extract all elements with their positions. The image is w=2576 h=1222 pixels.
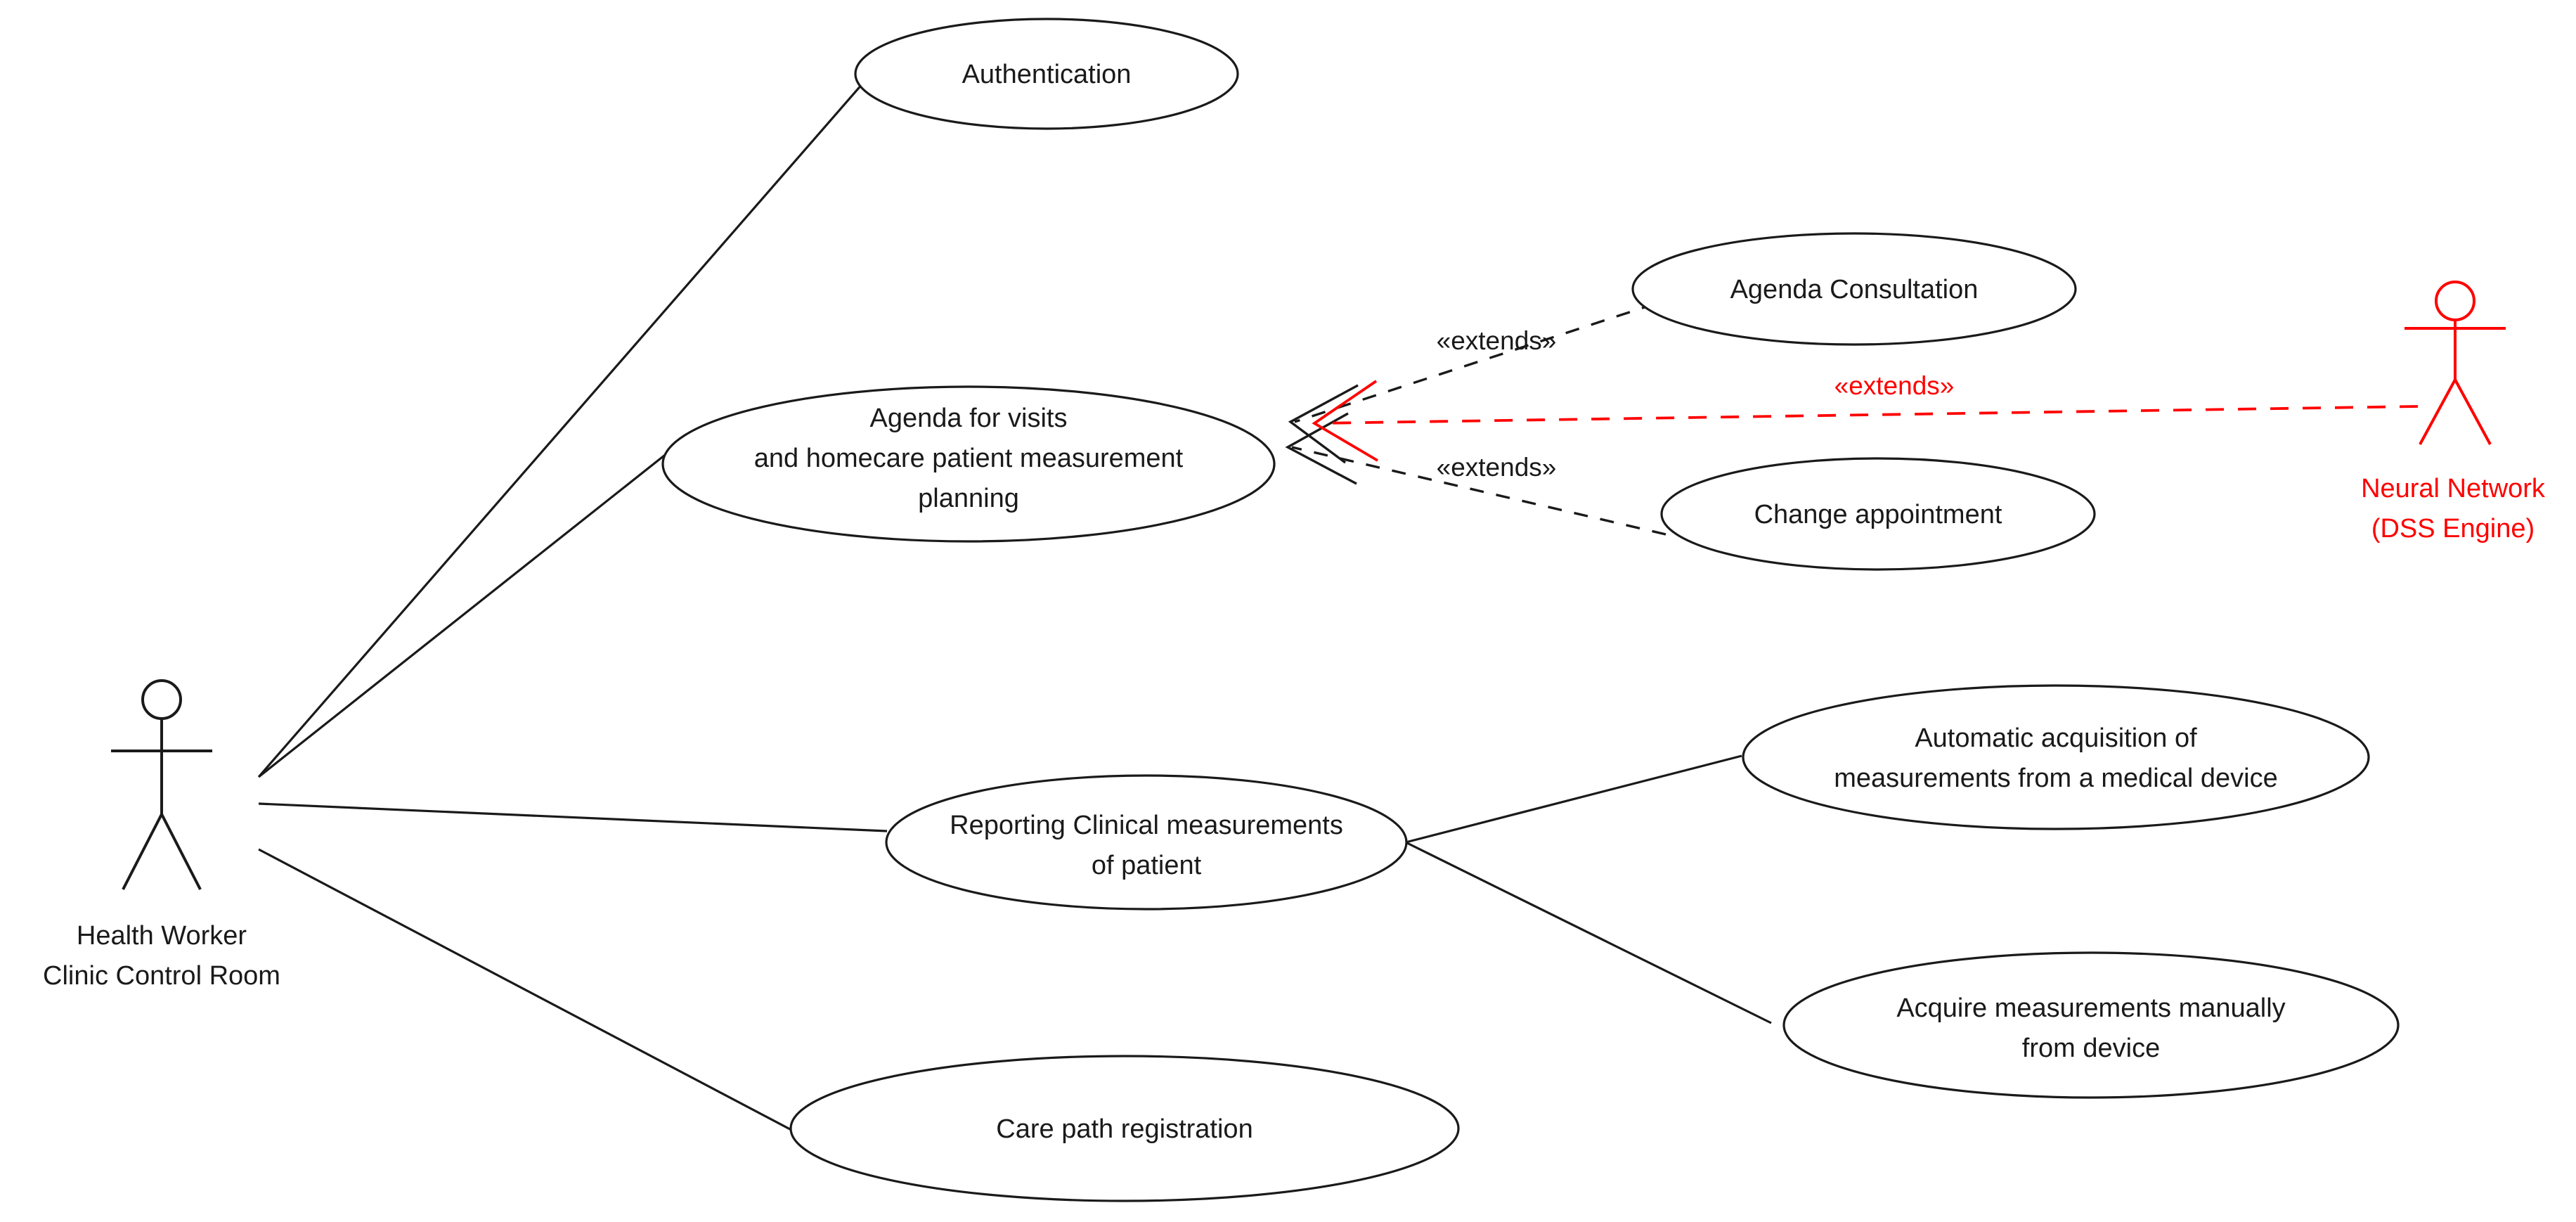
use-case-label-line1: Care path registration bbox=[996, 1114, 1253, 1144]
use-case-authentication[interactable]: Authentication bbox=[854, 18, 1239, 130]
use-case-ellipse[interactable] bbox=[789, 1055, 1460, 1202]
use-case-label-line1: Agenda Consultation bbox=[1730, 275, 1979, 304]
actor-leg-left bbox=[2419, 379, 2457, 445]
actor-label-line1: Neural Network bbox=[2361, 474, 2546, 503]
actor-leg-right bbox=[160, 813, 202, 890]
assoc-reporting-automatic bbox=[1405, 754, 1742, 844]
arrow-head-change-appointment bbox=[1285, 412, 1357, 485]
extend-line-change-appointment bbox=[1291, 446, 1666, 536]
use-case-label-line2: measurements from a medical device bbox=[1834, 764, 2277, 793]
actor-health-worker[interactable]: Health Worker Clinic Control Room bbox=[43, 679, 280, 991]
use-case-automatic-acquisition[interactable]: Automatic acquisition of measurements fr… bbox=[1742, 684, 2370, 830]
use-case-label-line1: Reporting Clinical measurements bbox=[950, 811, 1343, 840]
use-case-label-line1: Acquire measurements manually bbox=[1896, 993, 2285, 1023]
use-case-reporting-clinical[interactable]: Reporting Clinical measurements of patie… bbox=[885, 774, 1408, 911]
use-case-acquire-manually[interactable]: Acquire measurements manually from devic… bbox=[1782, 951, 2400, 1099]
arrow-head-agenda-consultation bbox=[1288, 384, 1359, 464]
assoc-healthworker-authentication bbox=[257, 82, 865, 778]
use-case-label-line1: Automatic acquisition of bbox=[1915, 723, 2197, 753]
assoc-healthworker-agenda bbox=[258, 449, 672, 778]
use-case-label-line3: planning bbox=[918, 484, 1019, 513]
use-case-label-line2: of patient bbox=[1092, 851, 1202, 880]
actor-label-line1: Health Worker bbox=[77, 921, 247, 951]
use-case-care-path[interactable]: Care path registration bbox=[789, 1055, 1460, 1202]
use-case-ellipse[interactable] bbox=[854, 18, 1239, 130]
actor-head bbox=[141, 679, 182, 720]
association-lines bbox=[257, 82, 1772, 1144]
use-case-change-appointment[interactable]: Change appointment bbox=[1660, 457, 2096, 571]
extend-line-neural-network bbox=[1318, 405, 2419, 425]
stereotype-label-agenda-consultation: «extends» bbox=[1437, 326, 1557, 355]
extend-relationships: «extends» «extends» «extends» bbox=[1285, 302, 2419, 536]
use-case-label-line1: Authentication bbox=[962, 60, 1132, 89]
actor-label-line2: Clinic Control Room bbox=[43, 961, 280, 991]
use-case-ellipse[interactable] bbox=[1631, 232, 2077, 346]
use-case-label-line2: and homecare patient measurement bbox=[754, 444, 1184, 473]
actor-leg-right bbox=[2454, 379, 2492, 445]
use-case-label-line1: Agenda for visits bbox=[870, 404, 1068, 433]
use-case-ellipse[interactable] bbox=[885, 774, 1408, 911]
extend-line-agenda-consultation bbox=[1294, 302, 1656, 423]
use-case-ellipse[interactable] bbox=[1742, 684, 2370, 830]
use-case-agenda-planning[interactable]: Agenda for visits and homecare patient m… bbox=[661, 385, 1276, 543]
arrow-head-neural-network bbox=[1312, 380, 1378, 462]
actor-label-line2: (DSS Engine) bbox=[2371, 514, 2535, 544]
assoc-healthworker-carepath bbox=[258, 848, 816, 1144]
use-case-label-line1: Change appointment bbox=[1754, 500, 2002, 529]
use-case-ellipse[interactable] bbox=[1782, 951, 2400, 1099]
use-case-label-line2: from device bbox=[2022, 1034, 2160, 1063]
actor-neural-network[interactable]: Neural Network (DSS Engine) bbox=[2361, 281, 2546, 544]
actor-leg-left bbox=[122, 813, 163, 890]
use-case-agenda-consultation[interactable]: Agenda Consultation bbox=[1631, 232, 2077, 346]
use-case-ellipse[interactable] bbox=[661, 385, 1276, 543]
use-case-ellipse[interactable] bbox=[1660, 457, 2096, 571]
assoc-reporting-manual bbox=[1405, 841, 1772, 1024]
assoc-healthworker-reporting bbox=[258, 802, 888, 832]
stereotype-label-neural-network: «extends» bbox=[1834, 371, 1955, 400]
stereotype-label-change-appointment: «extends» bbox=[1437, 453, 1557, 482]
actor-head bbox=[2435, 281, 2475, 321]
